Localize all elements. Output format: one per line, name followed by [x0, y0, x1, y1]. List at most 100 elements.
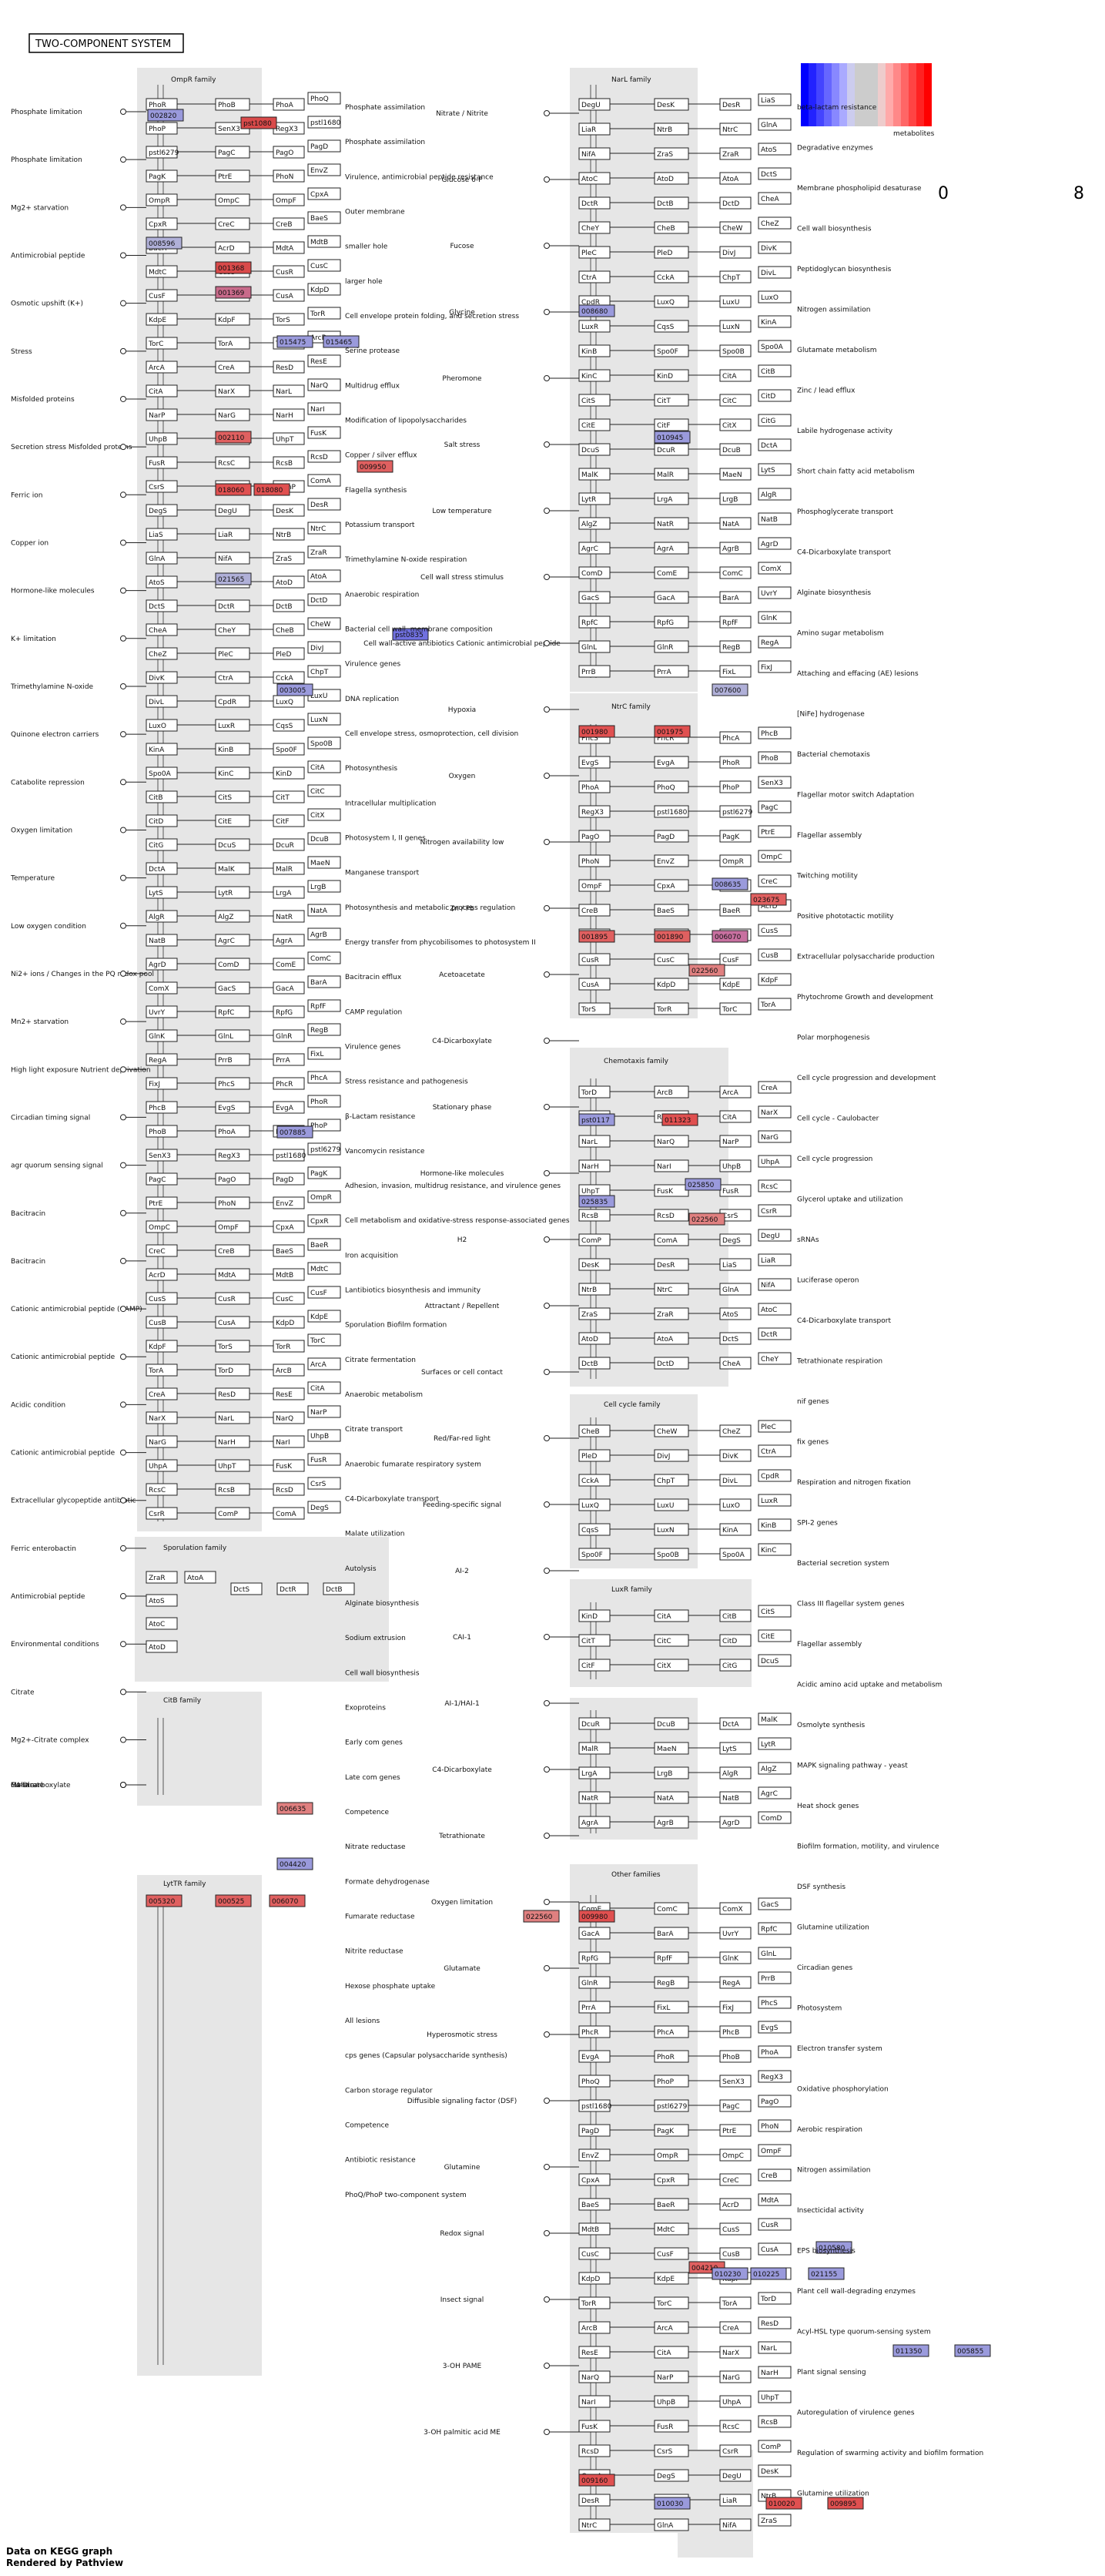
gene-node[interactable]: AgrA	[654, 542, 689, 555]
gene-node[interactable]: AlgR	[146, 910, 178, 923]
gene-node[interactable]: ResE	[307, 354, 341, 367]
gene-node[interactable]: FusK	[307, 426, 341, 439]
gene-node[interactable]: NifA	[578, 147, 611, 160]
gene-node[interactable]: RcsC	[215, 456, 250, 469]
gene-node[interactable]: RpfG	[273, 1005, 305, 1018]
gene-node[interactable]: CreC	[215, 217, 250, 230]
gene-node[interactable]: GacA	[578, 1927, 611, 1940]
gene-node[interactable]: ResD	[215, 1387, 250, 1400]
gene-node[interactable]: CpdR	[758, 1469, 792, 1482]
gene-node[interactable]: ResD	[273, 361, 305, 374]
gene-node[interactable]: TorS	[273, 313, 305, 326]
gene-node[interactable]: LrgA	[273, 886, 305, 899]
gene-node[interactable]: EnvZ	[578, 2148, 611, 2162]
gene-node[interactable]: LiaR	[578, 122, 611, 136]
gene-node[interactable]: ComP	[578, 1233, 611, 1246]
gene-node[interactable]: PleC	[215, 647, 250, 660]
gene-node[interactable]: MdtB	[273, 1268, 305, 1281]
gene-node[interactable]: NarL	[758, 2341, 792, 2354]
gene-node[interactable]: CpxR	[146, 217, 178, 230]
colored-gene-node[interactable]: 008596	[146, 236, 182, 250]
gene-node[interactable]: ResD	[758, 2316, 792, 2329]
gene-node[interactable]: CitA	[146, 384, 178, 397]
gene-node[interactable]: NarI	[307, 402, 341, 415]
gene-node[interactable]: TorR	[273, 1340, 305, 1353]
gene-node[interactable]: AtoC	[758, 1303, 792, 1316]
gene-node[interactable]: EvgA	[654, 756, 689, 769]
gene-node[interactable]: PhcB	[758, 726, 792, 740]
gene-node[interactable]: GacS	[758, 1897, 792, 1910]
gene-node[interactable]: ResE	[578, 2346, 611, 2359]
gene-node[interactable]: ComC	[719, 566, 752, 579]
colored-gene-node[interactable]: 010030	[654, 2497, 691, 2510]
gene-node[interactable]: CusF	[654, 2247, 689, 2260]
gene-node[interactable]: AtoD	[146, 1640, 178, 1653]
gene-node[interactable]: MdtB	[578, 2222, 611, 2236]
gene-node[interactable]: CitC	[307, 784, 341, 797]
gene-node[interactable]: pstl1680	[307, 116, 341, 129]
gene-node[interactable]: OmpC	[758, 850, 792, 863]
gene-node[interactable]: DcuB	[307, 832, 341, 845]
gene-node[interactable]: DctB	[654, 196, 689, 210]
gene-node[interactable]: CckA	[654, 270, 689, 283]
gene-node[interactable]: DctD	[654, 1357, 689, 1370]
gene-node[interactable]: CusR	[215, 1292, 250, 1305]
gene-node[interactable]: KinC	[578, 369, 611, 382]
gene-node[interactable]: PhcR	[273, 1077, 305, 1090]
gene-node[interactable]: MdtA	[215, 1268, 250, 1281]
gene-node[interactable]: Spo0A	[146, 766, 178, 780]
gene-node[interactable]: ZraS	[578, 1307, 611, 1320]
gene-node[interactable]: AtoS	[758, 143, 792, 156]
gene-node[interactable]: RegX3	[273, 122, 305, 135]
gene-node[interactable]: CitE	[215, 814, 250, 827]
gene-node[interactable]: MalR	[273, 862, 305, 875]
gene-node[interactable]: CusC	[307, 259, 341, 272]
gene-node[interactable]: NarX	[146, 1411, 178, 1424]
gene-node[interactable]: PagO	[273, 146, 305, 159]
gene-node[interactable]: RpfC	[758, 1922, 792, 1935]
colored-gene-node[interactable]: 006635	[276, 1802, 313, 1815]
gene-node[interactable]: PleC	[758, 1420, 792, 1433]
gene-node[interactable]: CusR	[273, 265, 305, 278]
gene-node[interactable]: RcsC	[146, 1483, 178, 1496]
gene-node[interactable]: NarX	[215, 384, 250, 397]
gene-node[interactable]: Spo0F	[578, 1548, 611, 1561]
gene-node[interactable]: LuxU	[719, 295, 752, 308]
gene-node[interactable]: OmpR	[654, 2148, 689, 2162]
colored-gene-node[interactable]: 009950	[357, 460, 393, 473]
colored-gene-node[interactable]: 010020	[765, 2497, 802, 2510]
gene-node[interactable]: DegS	[307, 1501, 341, 1514]
gene-node[interactable]: CheY	[578, 221, 611, 234]
gene-node[interactable]: KinD	[578, 1609, 611, 1622]
gene-node[interactable]: CusS	[146, 1292, 178, 1305]
gene-node[interactable]: FusR	[719, 1184, 752, 1197]
gene-node[interactable]: CusA	[578, 978, 611, 991]
gene-node[interactable]: KdpE	[719, 978, 752, 991]
gene-node[interactable]: MdtA	[758, 2193, 792, 2206]
gene-node[interactable]: Spo0B	[307, 736, 341, 750]
gene-node[interactable]: CckA	[578, 1474, 611, 1487]
gene-node[interactable]: EnvZ	[654, 854, 689, 867]
gene-node[interactable]: TorC	[719, 1002, 752, 1015]
gene-node[interactable]: RcsD	[307, 450, 341, 463]
gene-node[interactable]: ArcA	[146, 361, 178, 374]
gene-node[interactable]: DctS	[758, 167, 792, 180]
gene-node[interactable]: AtoC	[146, 1617, 178, 1630]
colored-gene-node[interactable]: 001980	[578, 725, 615, 738]
gene-node[interactable]: DctB	[273, 599, 305, 612]
colored-gene-node[interactable]: 003005	[276, 683, 313, 696]
gene-node[interactable]: NtrC	[578, 2518, 611, 2531]
gene-node[interactable]: AlgR	[758, 488, 792, 501]
gene-node[interactable]: RcsB	[273, 456, 305, 469]
gene-node[interactable]: SenX3	[758, 776, 792, 789]
gene-node[interactable]: CreC	[146, 1244, 178, 1257]
gene-node[interactable]: PhoR	[654, 2050, 689, 2063]
gene-node[interactable]: PhoN	[215, 1196, 250, 1209]
gene-node[interactable]: CreB	[273, 217, 305, 230]
gene-node[interactable]: PhoP	[654, 2075, 689, 2088]
gene-node[interactable]: AcrD	[146, 1268, 178, 1281]
gene-node[interactable]: FusR	[307, 1453, 341, 1466]
gene-node[interactable]: CreA	[215, 361, 250, 374]
colored-gene-node[interactable]: 001895	[578, 930, 615, 943]
gene-node[interactable]: CitT	[654, 394, 689, 407]
